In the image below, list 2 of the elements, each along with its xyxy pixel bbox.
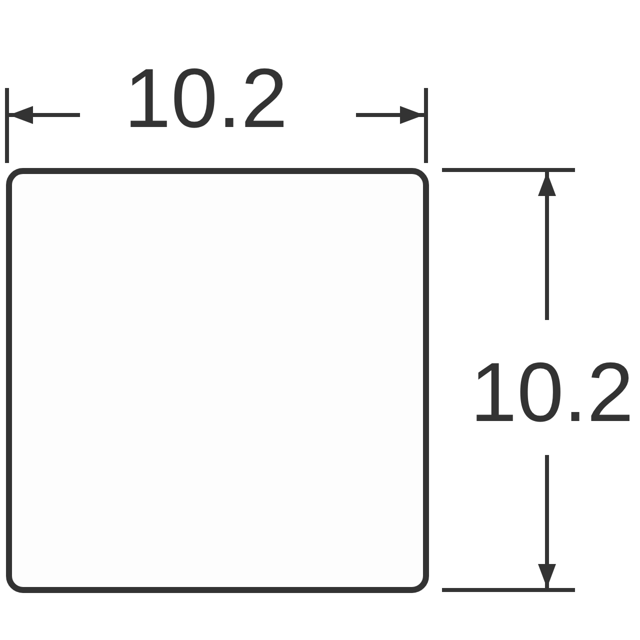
dimension-label: 10.2 [469, 350, 635, 434]
dimension-label: 10.2 [123, 56, 289, 140]
